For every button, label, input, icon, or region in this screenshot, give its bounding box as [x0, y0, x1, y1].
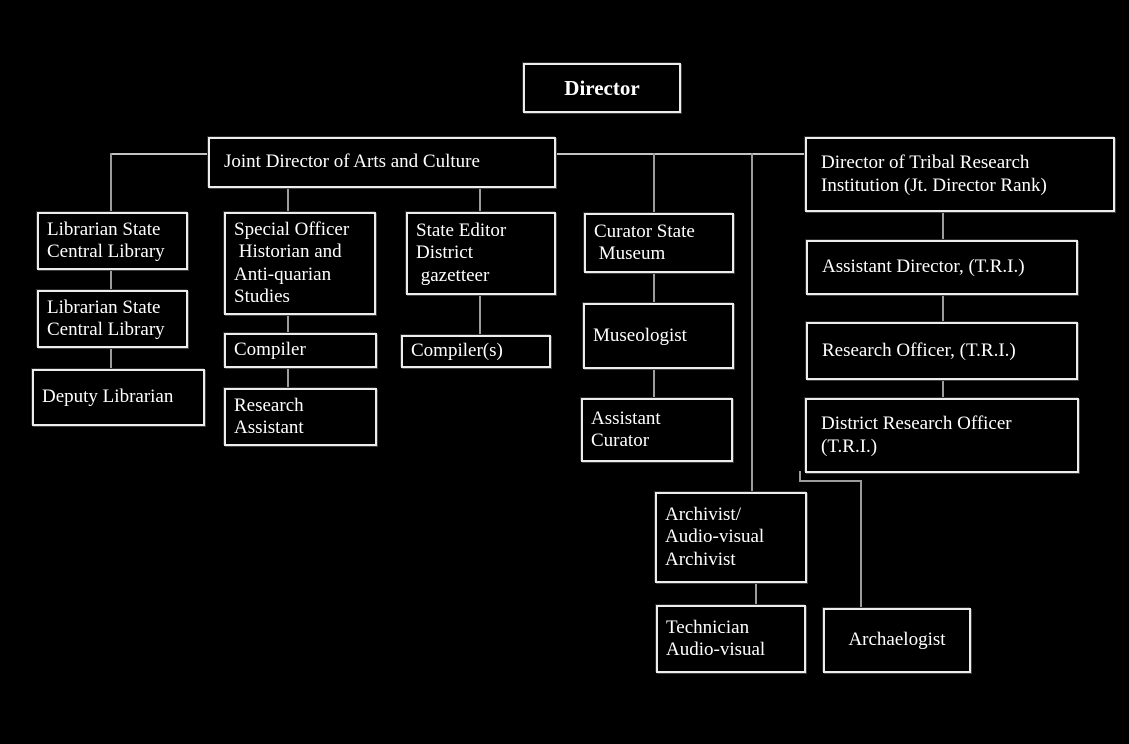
- org-node-librarian-state-central-2: Librarian State Central Library: [37, 290, 188, 348]
- connector-line: [942, 379, 944, 400]
- org-node-technician-audio-visual: Technician Audio-visual: [656, 605, 806, 673]
- org-node-archaelogist: Archaelogist: [823, 608, 971, 673]
- org-node-tribal-research-director: Director of Tribal Research Institution …: [805, 137, 1115, 212]
- connector-line: [942, 210, 944, 242]
- connector-line: [287, 366, 289, 390]
- connector-line: [799, 480, 862, 482]
- org-node-special-officer-historian: Special Officer Historian and Anti-quari…: [224, 212, 376, 315]
- connector-line: [799, 471, 801, 482]
- connector-line: [751, 153, 753, 494]
- org-node-joint-director-arts-culture: Joint Director of Arts and Culture: [208, 137, 556, 188]
- org-node-librarian-state-central-1: Librarian State Central Library: [37, 212, 188, 270]
- connector-line: [653, 272, 655, 305]
- org-node-compiler: Compiler: [224, 333, 377, 368]
- connector-line: [287, 188, 289, 214]
- connector-line: [860, 480, 862, 608]
- org-node-deputy-librarian: Deputy Librarian: [32, 369, 205, 426]
- connector-line: [479, 293, 481, 337]
- connector-line: [653, 153, 655, 215]
- org-node-museologist: Museologist: [583, 303, 734, 369]
- connector-line: [755, 581, 757, 607]
- org-node-director: Director: [523, 63, 681, 113]
- connector-line: [110, 153, 112, 213]
- connector-line: [653, 366, 655, 400]
- org-node-district-research-officer-tri: District Research Officer (T.R.I.): [805, 398, 1079, 473]
- org-node-research-officer-tri: Research Officer, (T.R.I.): [806, 322, 1078, 380]
- org-node-archivist-audio-visual: Archivist/ Audio-visual Archivist: [655, 492, 807, 583]
- org-node-research-assistant: Research Assistant: [224, 388, 377, 446]
- org-node-assistant-director-tri: Assistant Director, (T.R.I.): [806, 240, 1078, 295]
- connector-line: [942, 293, 944, 324]
- org-node-curator-state-museum: Curator State Museum: [584, 213, 734, 273]
- org-node-compilers: Compiler(s): [401, 335, 551, 368]
- connector-line: [287, 313, 289, 335]
- org-node-assistant-curator: Assistant Curator: [581, 398, 733, 462]
- connector-line: [110, 268, 112, 292]
- org-node-state-editor-gazetteer: State Editor District gazetteer: [406, 212, 556, 295]
- connector-line: [479, 188, 481, 214]
- connector-line: [110, 346, 112, 371]
